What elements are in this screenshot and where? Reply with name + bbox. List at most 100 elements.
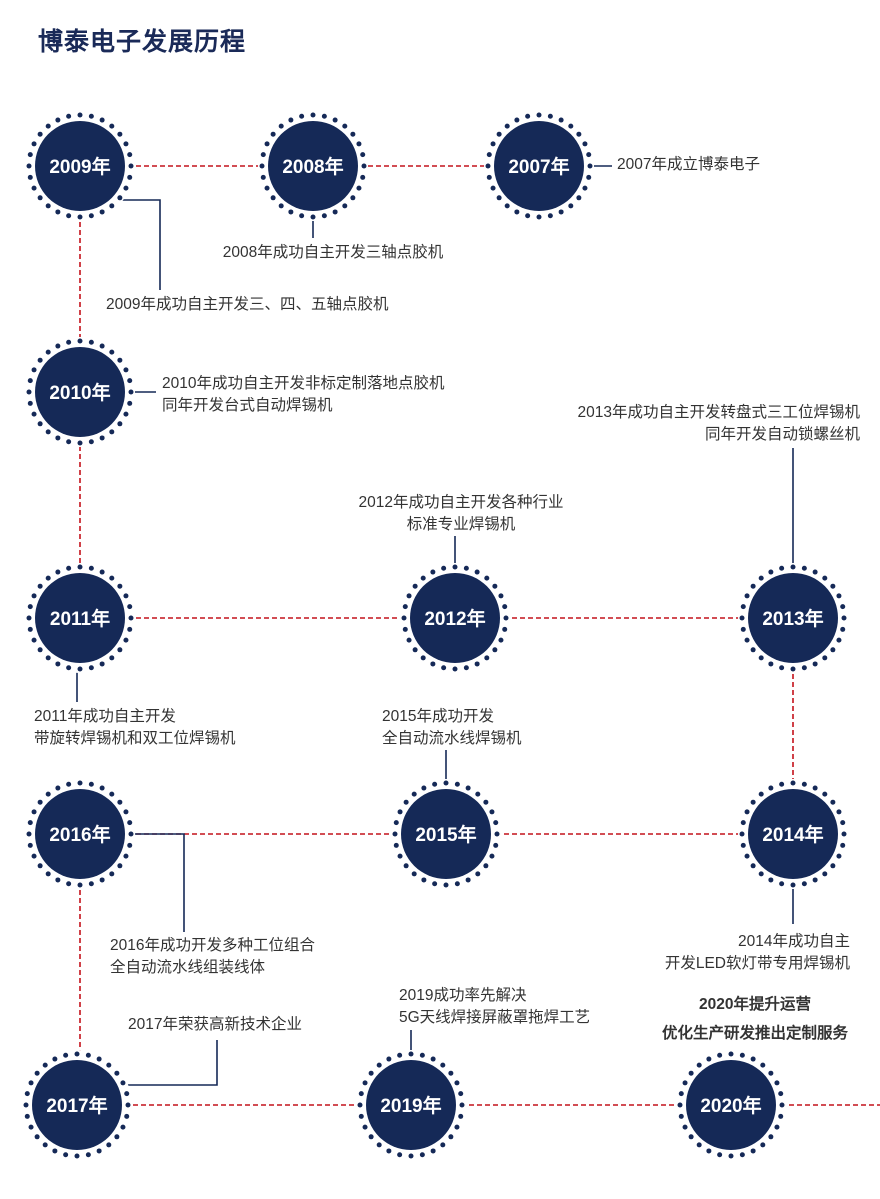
ring-dot xyxy=(55,209,61,215)
node-label-2015: 2015年 xyxy=(415,823,476,846)
ring-dot xyxy=(475,871,481,877)
ring-dot xyxy=(350,131,356,137)
ring-dot xyxy=(109,123,115,129)
ring-dot xyxy=(696,1062,702,1068)
ring-dot xyxy=(547,213,553,219)
event-2016-line1: 2016年成功开发多种工位组合 xyxy=(110,937,315,954)
node-circle xyxy=(35,789,125,879)
ring-dot xyxy=(117,583,123,589)
ring-dot xyxy=(484,655,490,661)
ring-dot xyxy=(45,575,51,581)
ring-dot xyxy=(492,583,498,589)
ring-dot xyxy=(836,637,842,643)
ring-dot xyxy=(37,799,43,805)
ring-dot xyxy=(403,863,409,869)
ring-dot xyxy=(688,1134,694,1140)
ring-dot xyxy=(397,1152,403,1158)
ring-dot xyxy=(24,1113,30,1119)
ring-dot xyxy=(27,604,33,610)
ring-dot xyxy=(830,583,836,589)
ring-dot xyxy=(31,853,37,859)
ring-dot xyxy=(117,357,123,363)
ring-dot xyxy=(27,152,33,158)
ring-dot xyxy=(123,637,129,643)
ring-dot xyxy=(128,163,134,169)
ring-dot xyxy=(27,378,33,384)
ring-dot xyxy=(514,117,520,123)
ring-dot xyxy=(288,117,294,123)
ring-dot xyxy=(587,163,593,169)
ring-dot xyxy=(260,152,266,158)
node-circle xyxy=(401,789,491,879)
ring-dot xyxy=(55,661,61,667)
ring-dot xyxy=(768,1134,774,1140)
ring-dot xyxy=(77,338,83,344)
ring-dot xyxy=(744,809,750,815)
ring-dot xyxy=(840,820,846,826)
ring-dot xyxy=(114,1134,120,1140)
ring-dot xyxy=(440,1062,446,1068)
event-2011: 2011年成功自主开发 带旋转焊锡机和双工位焊锡机 xyxy=(34,706,236,750)
ring-dot xyxy=(362,1080,368,1086)
ring-dot xyxy=(55,435,61,441)
ring-dot xyxy=(74,1051,80,1057)
ring-dot xyxy=(128,389,134,395)
ring-dot xyxy=(401,615,407,621)
ring-dot xyxy=(127,820,133,826)
ring-dot xyxy=(362,1124,368,1130)
ring-dot xyxy=(27,626,33,632)
ring-dot xyxy=(278,203,284,209)
ring-dot xyxy=(270,131,276,137)
ring-dot xyxy=(760,1142,766,1148)
ring-dot xyxy=(830,799,836,805)
ring-dot xyxy=(836,593,842,599)
ring-dot xyxy=(288,209,294,215)
ring-dot xyxy=(63,1152,69,1158)
ring-dot xyxy=(125,1102,131,1108)
event-2011-line2: 带旋转焊锡机和双工位焊锡机 xyxy=(34,730,236,747)
ring-dot xyxy=(393,820,399,826)
ring-dot xyxy=(576,195,582,201)
ring-dot xyxy=(386,1148,392,1154)
ring-dot xyxy=(408,1153,414,1159)
ring-dot xyxy=(454,1080,460,1086)
ring-dot xyxy=(840,626,846,632)
ring-dot xyxy=(582,141,588,147)
node-circle xyxy=(748,789,838,879)
ring-dot xyxy=(841,615,847,621)
ring-dot xyxy=(432,781,438,787)
ring-dot xyxy=(474,569,480,575)
ring-dot xyxy=(768,785,774,791)
ring-dot xyxy=(475,791,481,797)
ring-dot xyxy=(790,666,796,672)
ring-dot xyxy=(740,842,746,848)
node-circle xyxy=(32,1060,122,1150)
ring-dot xyxy=(830,647,836,653)
event-2010-line2: 同年开发台式自动焊锡机 xyxy=(162,397,333,414)
ring-dot xyxy=(677,1102,683,1108)
ring-dot xyxy=(37,195,43,201)
year-node-2020: 2020年 xyxy=(676,1050,786,1160)
node-label-2009: 2009年 xyxy=(49,155,110,178)
ring-dot xyxy=(45,123,51,129)
ring-dot xyxy=(728,1153,734,1159)
ring-dot xyxy=(406,637,412,643)
node-circle xyxy=(748,573,838,663)
ring-dot xyxy=(744,853,750,859)
ring-dot xyxy=(740,604,746,610)
ring-dot xyxy=(840,604,846,610)
ring-dot xyxy=(45,429,51,435)
ring-dot xyxy=(536,214,542,220)
ring-dot xyxy=(66,565,72,571)
ring-dot xyxy=(342,123,348,129)
ring-dot xyxy=(123,809,129,815)
ring-dot xyxy=(109,429,115,435)
ring-dot xyxy=(332,117,338,123)
ring-dot xyxy=(397,853,403,859)
event-2015: 2015年成功开发 全自动流水线焊锡机 xyxy=(382,706,522,750)
ring-dot xyxy=(356,185,362,191)
year-node-2014: 2014年 xyxy=(738,779,848,889)
node-circle xyxy=(494,121,584,211)
ring-dot xyxy=(123,367,129,373)
ring-dot xyxy=(88,881,94,887)
